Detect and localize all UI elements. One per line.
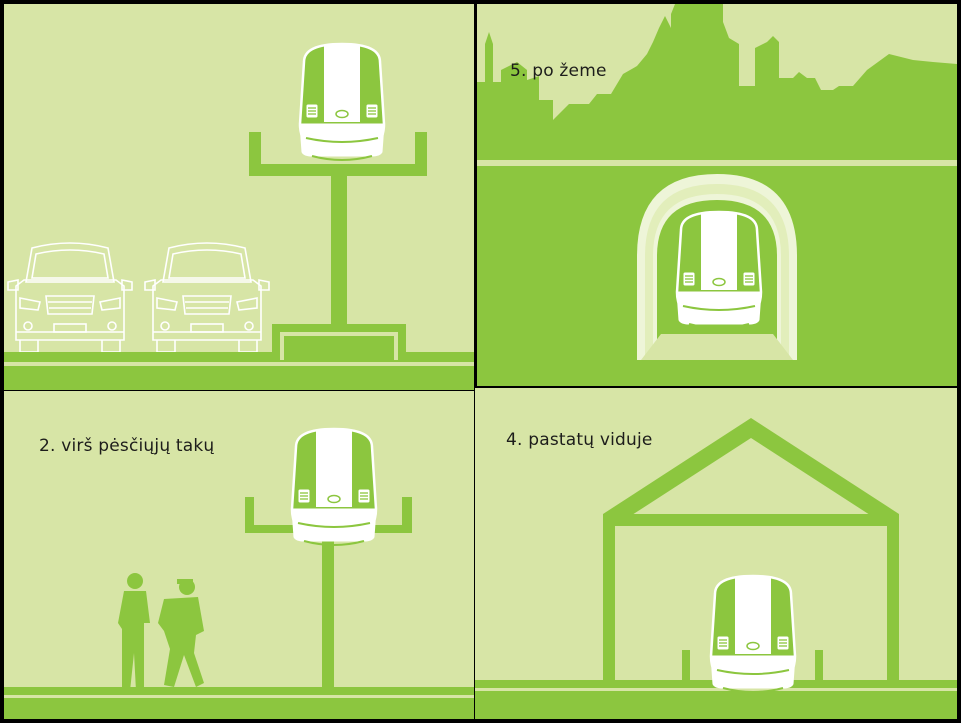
tunnel-floor — [641, 334, 793, 360]
panel-underground: 5. po žeme — [477, 4, 957, 386]
caption-above-walkways: 2. virš pėsčiųjų takų — [39, 436, 214, 456]
column-foundation — [272, 324, 406, 352]
caption-underground: 5. po žeme — [510, 61, 607, 81]
parked-car-right — [145, 243, 269, 352]
pedestrian-figure — [158, 579, 204, 687]
panel-inside-buildings: 4. pastatų viduje — [475, 388, 957, 719]
pod-vehicle — [292, 429, 376, 545]
building-ceiling — [603, 514, 899, 526]
guide-rail-left — [682, 650, 690, 682]
panel-above-walkways: 2. virš pėsčiųjų takų — [4, 391, 474, 719]
building-wall-right — [887, 514, 899, 680]
parked-car-left — [8, 243, 132, 352]
guideway-column — [331, 174, 347, 326]
city-skyline — [477, 4, 957, 160]
pod-vehicle — [300, 44, 384, 160]
walkway-ground — [4, 687, 474, 719]
guide-rail-right — [815, 650, 823, 682]
caption-inside-buildings: 4. pastatų viduje — [506, 430, 653, 450]
pod-vehicle — [677, 212, 761, 328]
pedestrian-figure — [118, 573, 150, 692]
ground-strip — [4, 352, 474, 390]
pod-vehicle — [711, 576, 795, 692]
panel-above-parking — [4, 4, 474, 390]
guideway-column — [322, 531, 334, 689]
building-wall-left — [603, 514, 615, 680]
